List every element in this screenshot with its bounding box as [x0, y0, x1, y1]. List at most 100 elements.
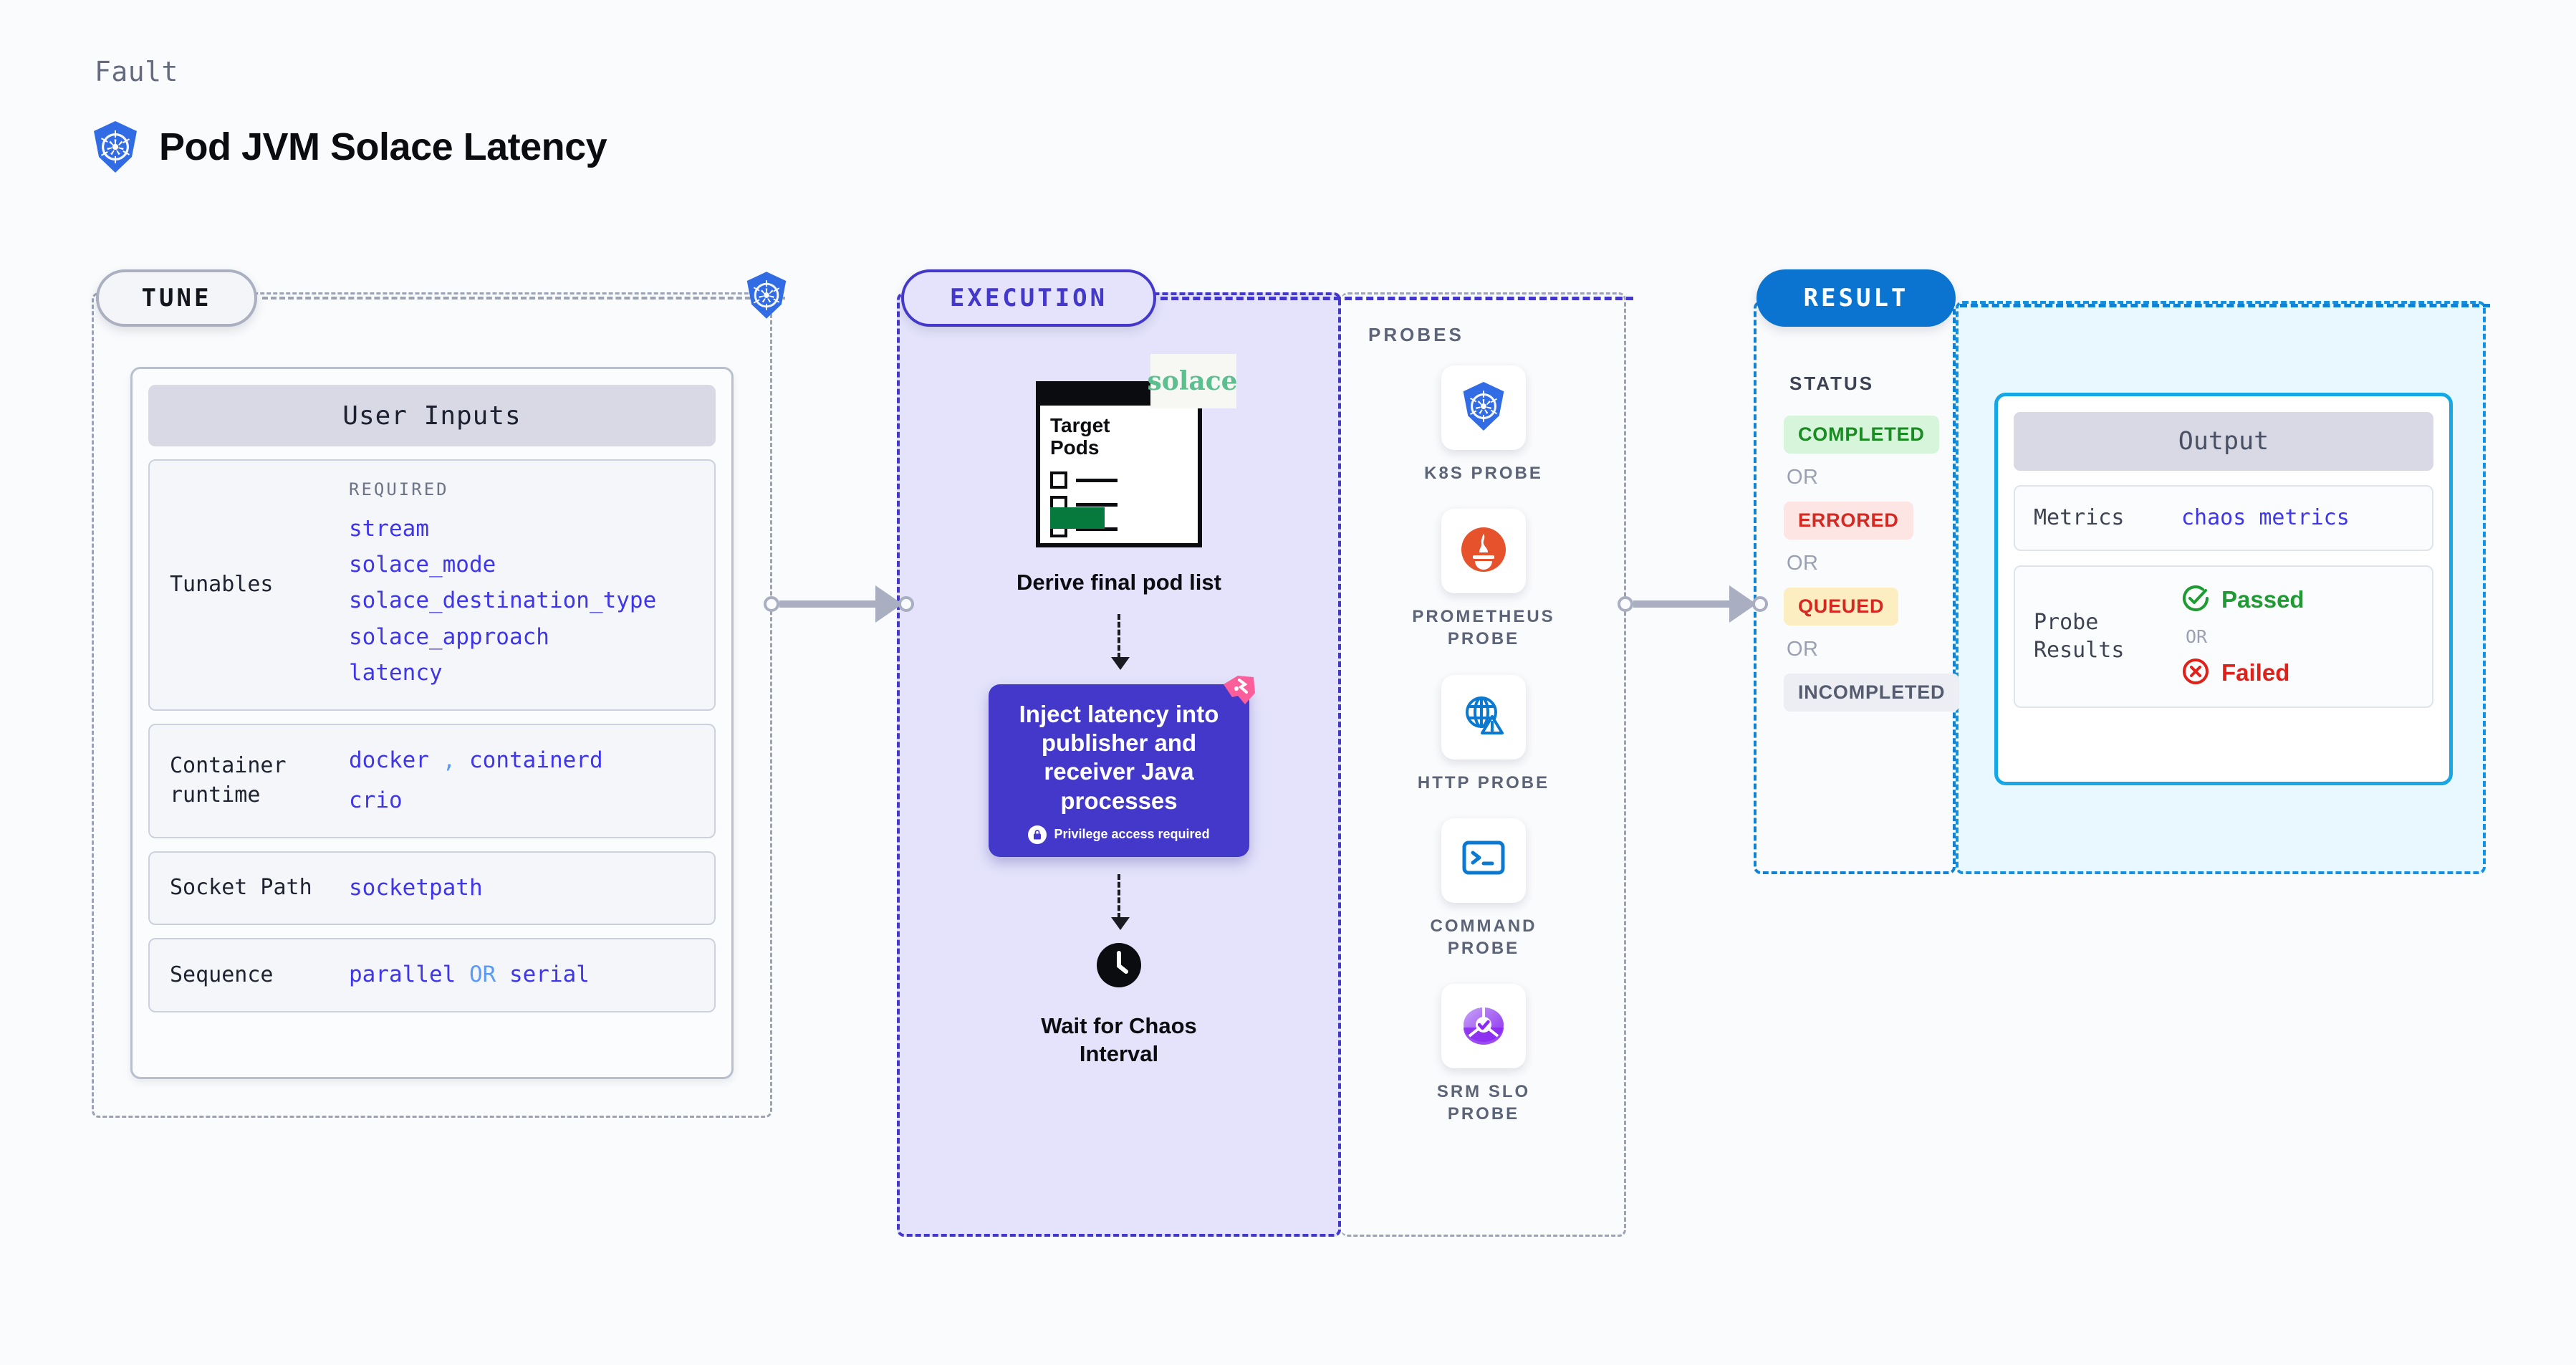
- probe-tile: [1441, 509, 1526, 594]
- output-title: Output: [2014, 412, 2433, 471]
- connector-tune-to-execution: [764, 585, 914, 623]
- failed-text: Failed: [2221, 659, 2290, 686]
- sequence-row: Sequence parallel OR serial: [148, 938, 716, 1013]
- target-pods-clipboard: Target Pods solace: [1036, 354, 1238, 547]
- probe-label: PROMETHEUS PROBE: [1412, 607, 1555, 649]
- container-runtime-row: Container runtime docker , containerd cr…: [148, 724, 716, 838]
- tune-frame-top-line: [262, 297, 785, 300]
- sequence-option[interactable]: serial: [509, 962, 590, 988]
- status-list: COMPLETED OR ERRORED OR QUEUED OR INCOMP…: [1784, 416, 1960, 712]
- terminal-icon: [1461, 838, 1506, 882]
- probe-item-prometheus[interactable]: PROMETHEUS PROBE: [1401, 509, 1566, 650]
- stage-pill-execution[interactable]: EXECUTION: [901, 269, 1156, 327]
- probe-item-k8s[interactable]: K8S PROBE: [1424, 365, 1543, 484]
- connector-arrowhead: [1729, 585, 1756, 623]
- probe-label: K8S PROBE: [1424, 464, 1543, 483]
- status-badge-queued: QUEUED: [1784, 588, 1899, 626]
- tunable-item[interactable]: solace_destination_type: [349, 588, 657, 614]
- user-inputs-card: User Inputs Tunables REQUIRED stream sol…: [130, 367, 734, 1079]
- kubernetes-icon: [1461, 381, 1506, 435]
- runtime-option[interactable]: crio: [349, 787, 403, 813]
- value-separator: OR: [468, 962, 496, 988]
- line-placeholder: [1076, 527, 1118, 531]
- probe-tile: [1441, 365, 1526, 450]
- clipboard-title-line2: Pods: [1050, 436, 1100, 459]
- tunable-item[interactable]: solace_mode: [349, 552, 496, 578]
- runtime-option[interactable]: docker: [349, 747, 429, 774]
- sequence-option[interactable]: parallel: [349, 962, 456, 988]
- privilege-note-text: Privilege access required: [1054, 827, 1210, 842]
- probes-label: PROBES: [1368, 324, 1464, 345]
- stage-pill-tune[interactable]: TUNE: [96, 269, 257, 327]
- runtime-option[interactable]: containerd: [469, 747, 603, 774]
- privilege-note: Privilege access required: [1028, 825, 1210, 844]
- probe-tile: [1441, 818, 1526, 903]
- socket-path-value[interactable]: socketpath: [349, 874, 483, 901]
- flow-arrow-down: [1111, 873, 1130, 930]
- tunables-values: REQUIRED stream solace_mode solace_desti…: [349, 479, 656, 691]
- status-badge-completed: COMPLETED: [1784, 416, 1939, 454]
- probe-result-or: OR: [2186, 626, 2208, 647]
- tunable-item[interactable]: latency: [349, 659, 443, 686]
- checkbox-icon: [1050, 471, 1067, 489]
- status-or-label: OR: [1787, 466, 1819, 489]
- clipboard-item: [1050, 471, 1118, 489]
- line-placeholder: [1076, 502, 1118, 507]
- socket-path-label: Socket Path: [170, 875, 312, 901]
- tunable-item[interactable]: solace_approach: [349, 623, 549, 650]
- passed-text: Passed: [2221, 586, 2305, 613]
- container-runtime-values: docker , containerd crio: [349, 741, 603, 821]
- execution-frame-top-line: [1160, 297, 1633, 300]
- x-circle-icon: [2181, 657, 2210, 689]
- probe-label: HTTP PROBE: [1417, 772, 1550, 792]
- inject-latency-card: Inject latency into publisher and receiv…: [989, 675, 1255, 857]
- clipboard-title: Target Pods: [1050, 414, 1110, 459]
- inject-latency-title: Inject latency into publisher and receiv…: [1019, 700, 1219, 814]
- connector-end-dot: [898, 596, 914, 612]
- probe-item-command[interactable]: COMMAND PROBE: [1401, 818, 1566, 959]
- page-title-row: Pod JVM Solace Latency: [92, 120, 607, 173]
- probe-results-row: Probe Results Passed OR: [2014, 565, 2433, 708]
- check-circle-icon: [2181, 584, 2210, 616]
- clock-icon: [1096, 942, 1141, 991]
- connector-start-dot: [764, 596, 779, 612]
- line-placeholder: [1076, 478, 1118, 482]
- probe-item-http[interactable]: HTTP PROBE: [1417, 674, 1550, 794]
- clipboard-title-line1: Target: [1050, 414, 1110, 436]
- connector-line: [779, 600, 877, 608]
- result-frame-top-line: [1960, 304, 2490, 307]
- tunables-label: Tunables: [170, 572, 274, 598]
- wait-interval-caption: Wait for Chaos Interval: [1041, 1012, 1197, 1068]
- status-or-label: OR: [1787, 552, 1819, 575]
- user-inputs-title: User Inputs: [148, 385, 716, 446]
- slo-donut-icon: [1461, 1004, 1506, 1049]
- connector-arrowhead: [875, 585, 903, 623]
- status-label: STATUS: [1789, 373, 1875, 394]
- stage-pill-result[interactable]: RESULT: [1756, 269, 1956, 327]
- output-card: Output Metrics chaos metrics Probe Resul…: [1994, 393, 2453, 785]
- status-badge-errored: ERRORED: [1784, 502, 1913, 540]
- metrics-value[interactable]: chaos metrics: [2181, 505, 2350, 531]
- kubernetes-icon: [745, 271, 788, 323]
- prometheus-icon: [1461, 527, 1506, 576]
- kubernetes-icon: [92, 120, 139, 173]
- connector-line: [1633, 600, 1731, 608]
- probe-item-srm-slo[interactable]: SRM SLO PROBE: [1401, 984, 1566, 1125]
- socket-path-values: socketpath: [349, 868, 483, 909]
- page-title: Pod JVM Solace Latency: [159, 125, 607, 168]
- probes-list: K8S PROBE PROMETHEUS PROBE: [1341, 365, 1626, 1126]
- sequence-label: Sequence: [170, 962, 274, 988]
- container-runtime-label: Container runtime: [170, 753, 287, 808]
- metrics-row: Metrics chaos metrics: [2014, 485, 2433, 551]
- tune-frame: [92, 292, 772, 1118]
- required-label: REQUIRED: [349, 479, 449, 499]
- probe-label: COMMAND PROBE: [1430, 916, 1537, 958]
- metrics-label: Metrics: [2034, 505, 2125, 530]
- flow-arrow-down: [1111, 613, 1130, 670]
- step-derive-pod-list-caption: Derive final pod list: [1017, 570, 1221, 595]
- clipboard-progress-bar: [1050, 507, 1105, 529]
- probe-results-label: Probe Results: [2034, 609, 2125, 664]
- wait-interval-step: Wait for Chaos Interval: [1041, 942, 1197, 1068]
- tunable-item[interactable]: stream: [349, 516, 429, 542]
